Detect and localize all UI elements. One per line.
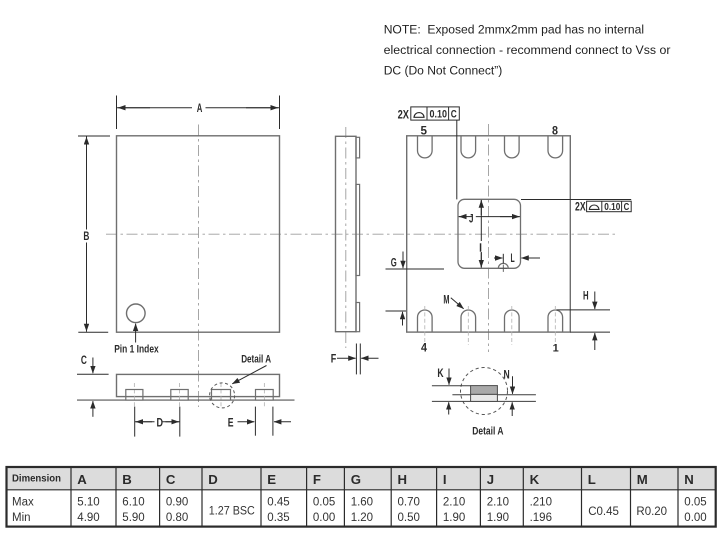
svg-text:A: A — [197, 103, 203, 115]
svg-text:1.20: 1.20 — [351, 512, 373, 524]
svg-text:L: L — [588, 472, 596, 487]
svg-text:.196: .196 — [530, 512, 552, 524]
svg-text:I: I — [443, 472, 447, 487]
svg-text:4.90: 4.90 — [77, 512, 99, 524]
svg-text:C: C — [166, 472, 176, 487]
svg-text:0.50: 0.50 — [398, 512, 420, 524]
svg-text:0.80: 0.80 — [166, 512, 188, 524]
svg-text:2X: 2X — [575, 201, 586, 213]
svg-text:R0.20: R0.20 — [636, 506, 667, 518]
svg-text:2.10: 2.10 — [443, 497, 465, 509]
svg-text:0.35: 0.35 — [267, 512, 289, 524]
svg-text:8: 8 — [552, 125, 559, 137]
svg-text:Detail A: Detail A — [241, 354, 271, 366]
svg-text:Dimension: Dimension — [12, 473, 61, 485]
svg-text:D: D — [157, 417, 164, 429]
svg-text:E: E — [267, 472, 276, 487]
svg-text:J: J — [487, 472, 494, 487]
svg-text:.210: .210 — [530, 497, 552, 509]
svg-text:K: K — [530, 472, 540, 487]
svg-text:M: M — [443, 295, 449, 307]
svg-text:1.60: 1.60 — [351, 497, 373, 509]
svg-text:J: J — [469, 213, 474, 225]
svg-text:Max: Max — [12, 497, 34, 509]
svg-text:N: N — [684, 472, 694, 487]
svg-text:1.90: 1.90 — [487, 512, 509, 524]
svg-text:NOTE: Exposed 2mmx2mm pad has: NOTE: Exposed 2mmx2mm pad has no interna… — [384, 22, 644, 36]
svg-text:electrical connection - recomm: electrical connection - recommend connec… — [384, 43, 671, 57]
svg-text:M: M — [637, 472, 648, 487]
svg-text:1.27 BSC: 1.27 BSC — [209, 506, 255, 518]
svg-text:H: H — [583, 291, 589, 303]
svg-text:0.90: 0.90 — [166, 497, 188, 509]
svg-text:2X: 2X — [398, 110, 410, 122]
svg-text:C: C — [451, 109, 457, 121]
svg-text:4: 4 — [421, 342, 428, 354]
svg-text:0.70: 0.70 — [398, 497, 420, 509]
svg-text:Detail A: Detail A — [472, 425, 503, 437]
svg-text:1.90: 1.90 — [443, 512, 465, 524]
svg-text:0.45: 0.45 — [267, 497, 289, 509]
svg-text:Pin 1 Index: Pin 1 Index — [114, 344, 159, 356]
svg-text:G: G — [351, 472, 361, 487]
svg-text:B: B — [83, 231, 89, 243]
svg-text:0.00: 0.00 — [684, 512, 706, 524]
svg-text:B: B — [122, 472, 132, 487]
svg-text:D: D — [208, 472, 218, 487]
svg-text:0.10: 0.10 — [430, 109, 448, 121]
svg-text:L: L — [511, 253, 515, 265]
svg-text:5: 5 — [421, 125, 428, 137]
svg-text:N: N — [504, 369, 510, 381]
svg-text:C0.45: C0.45 — [588, 506, 619, 518]
svg-text:0.05: 0.05 — [313, 497, 335, 509]
svg-text:DC (Do Not Connect”): DC (Do Not Connect”) — [384, 64, 503, 78]
svg-text:1: 1 — [553, 343, 559, 355]
svg-text:A: A — [77, 472, 87, 487]
svg-text:G: G — [391, 258, 397, 270]
svg-text:Min: Min — [12, 512, 31, 524]
svg-text:H: H — [398, 472, 408, 487]
svg-text:0.00: 0.00 — [313, 512, 335, 524]
svg-text:0.10: 0.10 — [604, 202, 620, 213]
svg-text:F: F — [313, 472, 321, 487]
svg-text:6.10: 6.10 — [122, 497, 144, 509]
svg-text:E: E — [228, 417, 234, 429]
svg-text:5.90: 5.90 — [122, 512, 144, 524]
svg-text:K: K — [437, 368, 444, 380]
svg-text:C: C — [624, 202, 630, 213]
svg-text:C: C — [81, 355, 87, 367]
svg-text:2.10: 2.10 — [487, 497, 509, 509]
svg-text:0.05: 0.05 — [684, 497, 706, 509]
svg-text:F: F — [331, 353, 337, 365]
svg-text:5.10: 5.10 — [77, 497, 99, 509]
